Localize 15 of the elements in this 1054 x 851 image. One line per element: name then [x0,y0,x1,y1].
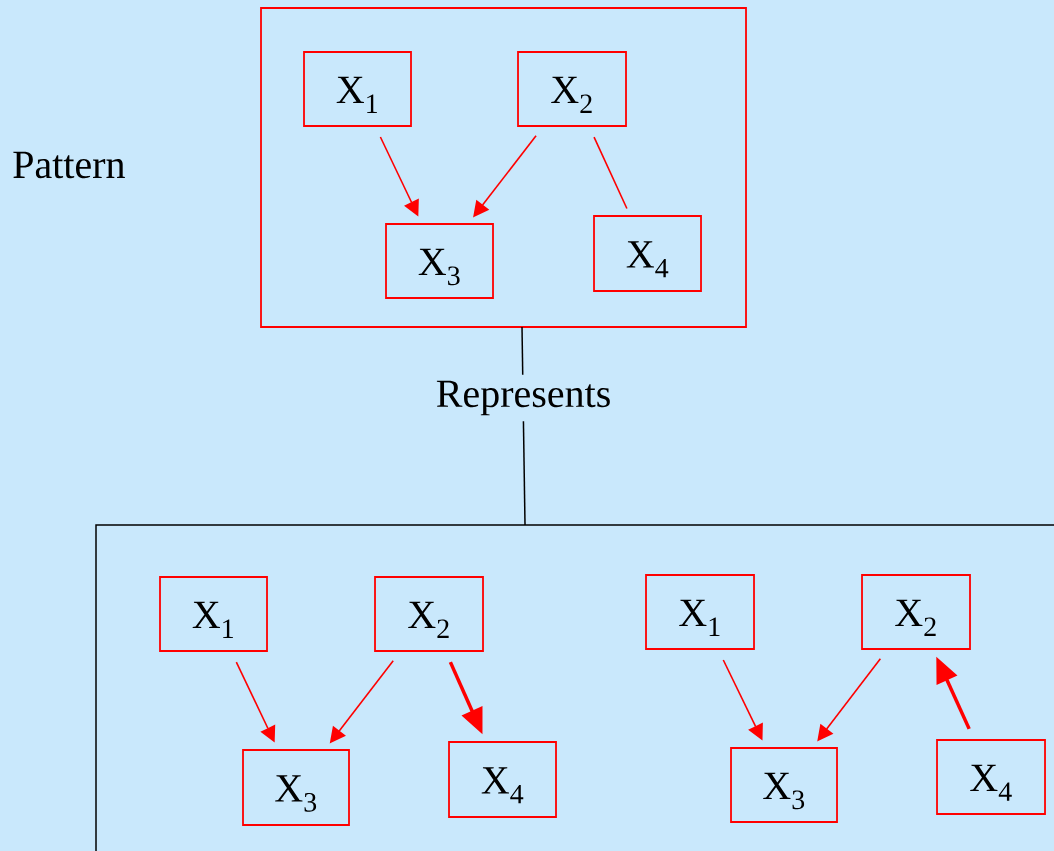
variable-box: X$_{1}$ [159,576,268,652]
variable-box: X$_{4}$ [936,739,1046,815]
variable-box: X$_{1}$ [645,574,755,650]
variable-box: X$_{4}$ [593,215,702,292]
variable-box: X$_{4}$ [448,741,557,818]
variable-box: X$_{2}$ [517,51,627,127]
variable-box: X$_{2}$ [861,574,971,650]
variable-box: X$_{3}$ [730,747,838,823]
variable-box: X$_{3}$ [242,749,350,826]
variable-box: X$_{3}$ [385,223,494,299]
variable-box: X$_{1}$ [303,51,412,127]
edge-label: Represents [436,380,610,416]
heading: Pattern [13,151,125,179]
panel-frame [95,524,1054,851]
variable-box: X$_{2}$ [374,576,484,652]
